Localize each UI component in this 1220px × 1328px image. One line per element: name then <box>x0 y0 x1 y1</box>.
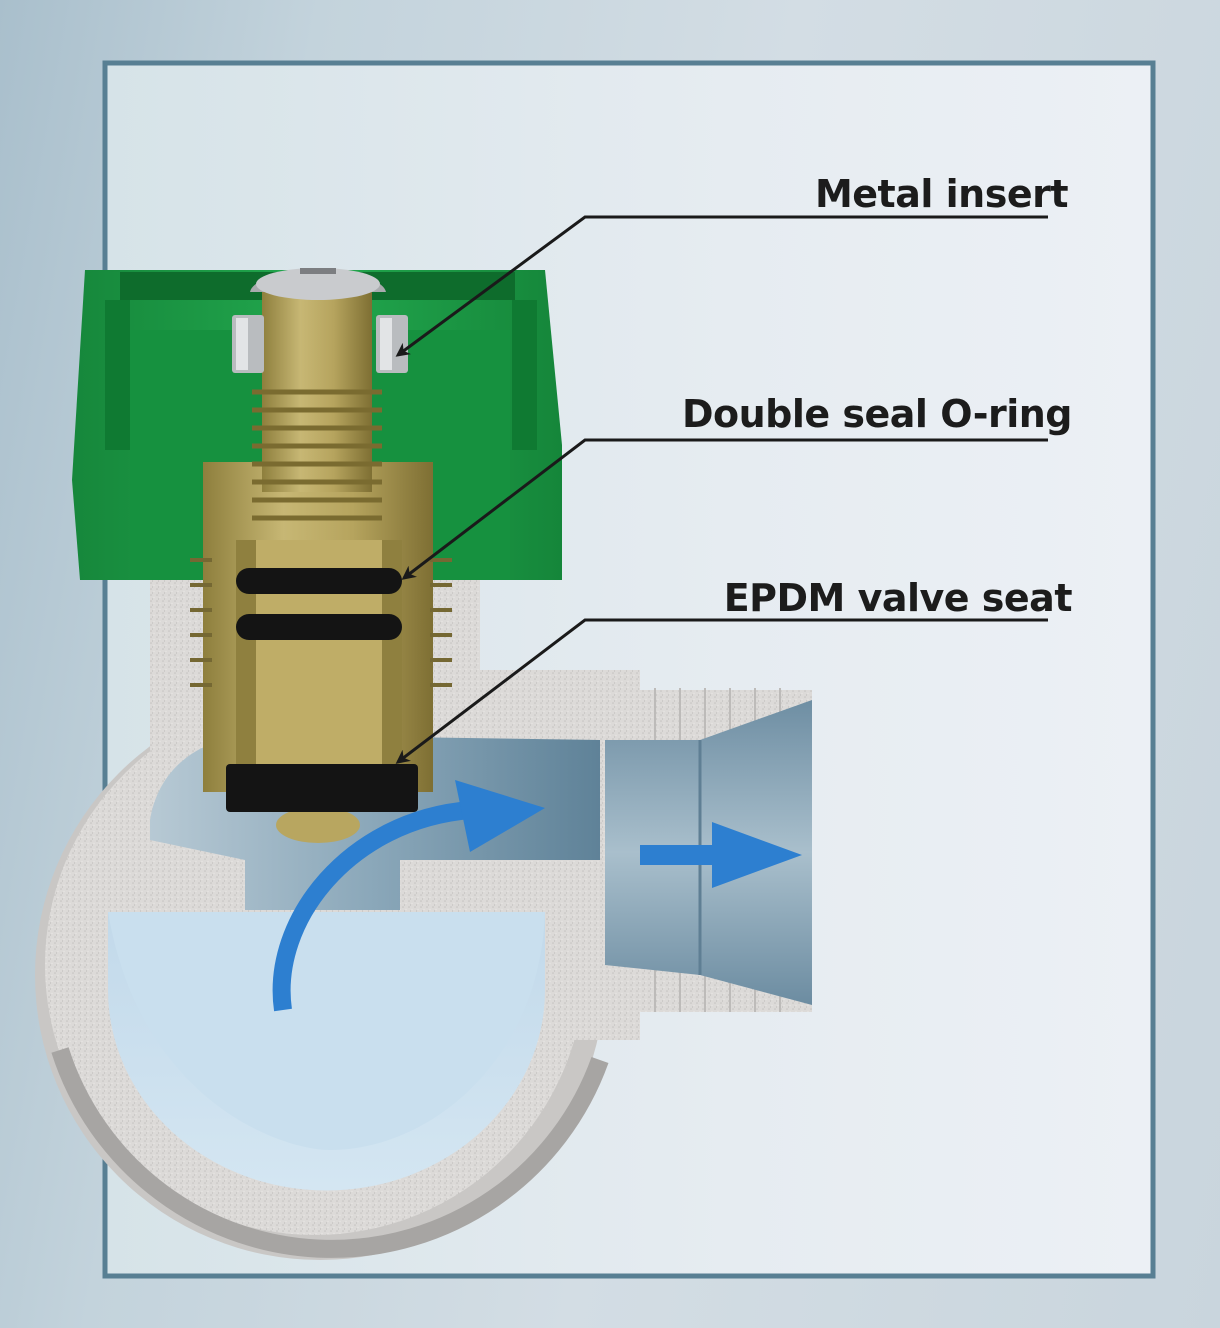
o-rings <box>236 568 402 640</box>
callout-double-seal-o-ring: Double seal O-ring <box>401 392 1073 580</box>
callout-label-metal-insert: Metal insert <box>815 172 1068 216</box>
leader-line-epdm-valve-seat <box>395 618 1048 764</box>
metal-insert <box>232 315 408 373</box>
callout-label-epdm-valve-seat: EPDM valve seat <box>724 576 1073 620</box>
callout-label-double-seal-o-ring: Double seal O-ring <box>682 392 1072 436</box>
callout-metal-insert: Metal insert <box>395 172 1069 357</box>
leader-line-double-seal-o-ring <box>401 438 1048 580</box>
callout-epdm-valve-seat: EPDM valve seat <box>395 576 1073 764</box>
leader-line-metal-insert <box>395 215 1048 357</box>
flow-arrows <box>272 780 802 1012</box>
epdm-valve-seat <box>226 764 418 812</box>
screw-head <box>250 268 386 300</box>
